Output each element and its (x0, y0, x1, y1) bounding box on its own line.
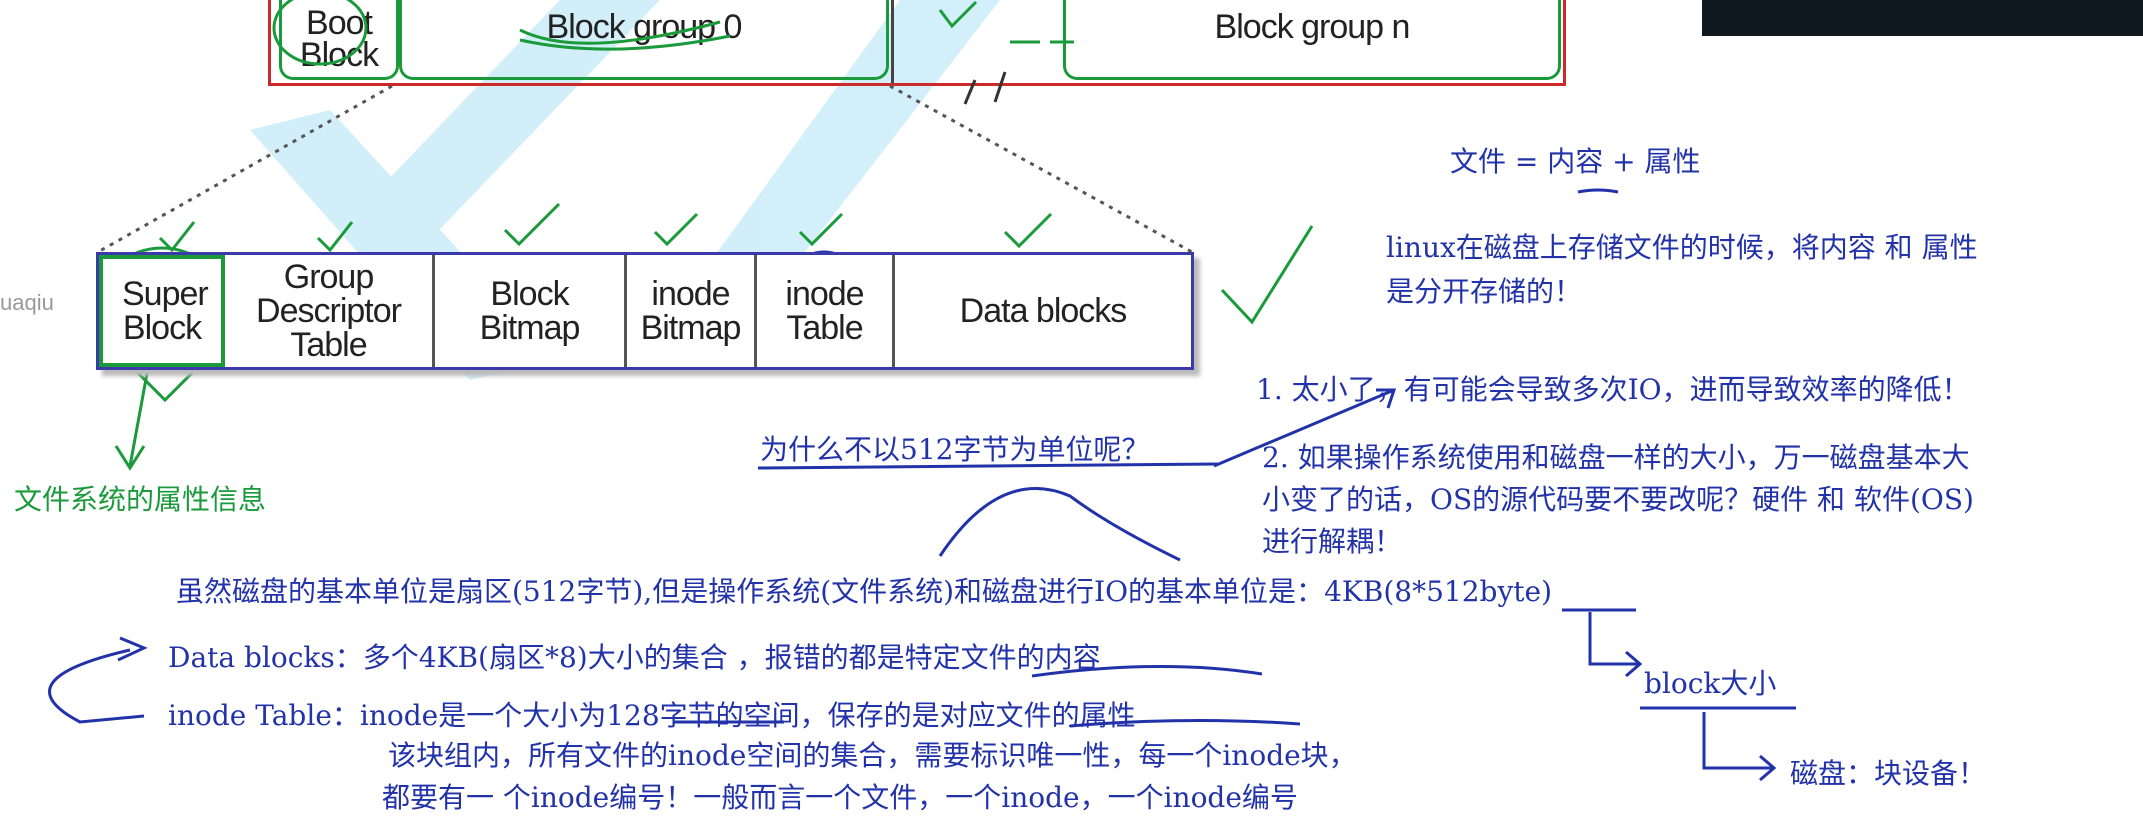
reason-1: 1. 太小了，有可能会导致多次IO，进而导致效率的降低！ (1256, 373, 1970, 406)
superblock-note: 文件系统的属性信息 (14, 483, 267, 516)
reason-2-line-3: 进行解耦！ (1262, 525, 1403, 558)
block-bitmap-cell: Block Bitmap (435, 255, 627, 367)
block-group-n-cell: Block group n (1063, 0, 1561, 80)
block-size-note: block大小 (1644, 667, 1777, 700)
group-descriptor-table-label: Group Descriptor Table (256, 258, 402, 364)
reason-2-line-2: 小变了的话，OS的源代码要不要改呢？硬件 和 软件(OS) (1262, 483, 1974, 516)
inode-table-note-2: 该块组内，所有文件的inode空间的集合，需要标识唯一性，每一个inode块， (388, 739, 1357, 772)
data-blocks-cell: Data blocks (895, 255, 1191, 367)
watermark-text: uaqiu (0, 290, 54, 315)
group-descriptor-table-cell: Group Descriptor Table (225, 255, 435, 367)
inode-table-note-3: 都要有一 个inode编号！一般而言一个文件，一个inode，一个inode编号 (382, 781, 1298, 814)
webcam-overlay (1702, 0, 2143, 36)
inode-table-note-1: inode Table：inode是一个大小为128字节的空间，保存的是对应文件… (168, 699, 1136, 732)
storage-line-2: 是分开存储的！ (1386, 275, 1583, 308)
inode-bitmap-label: inode Bitmap (640, 275, 742, 347)
main-line: 虽然磁盘的基本单位是扇区(512字节),但是操作系统(文件系统)和磁盘进行IO的… (176, 570, 1552, 610)
main-line-prefix: 虽然磁盘的基本单位是扇区(512字节),但是操作系统(文件系统)和磁盘进行IO的… (176, 575, 1325, 608)
block-group-strip: Boot Block Block group 0 Block group n (268, 0, 1566, 86)
inode-table-cell: inode Table (757, 255, 895, 367)
main-line-value: 4KB(8*512byte) (1324, 575, 1553, 608)
data-blocks-note: Data blocks：多个4KB(扇区*8)大小的集合 ，报错的都是特定文件的… (168, 641, 1101, 674)
super-block-cell: Super Block (99, 255, 225, 367)
block-group-detail: Super Block Group Descriptor Table Block… (96, 252, 1194, 370)
data-blocks-label: Data blocks (959, 292, 1128, 330)
inode-table-label: inode Table (785, 275, 864, 347)
group-divider (891, 0, 894, 83)
block-group-n-label: Block group n (1214, 8, 1411, 46)
inode-bitmap-cell: inode Bitmap (627, 255, 757, 367)
super-block-label: Super Block (122, 275, 209, 347)
file-equation: 文件 = 内容 + 属性 (1450, 145, 1701, 178)
disk-device-note: 磁盘：块设备！ (1790, 757, 1987, 790)
question: 为什么不以512字节为单位呢？ (760, 433, 1150, 466)
storage-line-1: linux在磁盘上存储文件的时候，将内容 和 属性 (1386, 231, 1978, 264)
block-bitmap-label: Block Bitmap (479, 275, 581, 347)
reason-2-line-1: 2. 如果操作系统使用和磁盘一样的大小，万一磁盘基本大 (1262, 441, 1970, 474)
